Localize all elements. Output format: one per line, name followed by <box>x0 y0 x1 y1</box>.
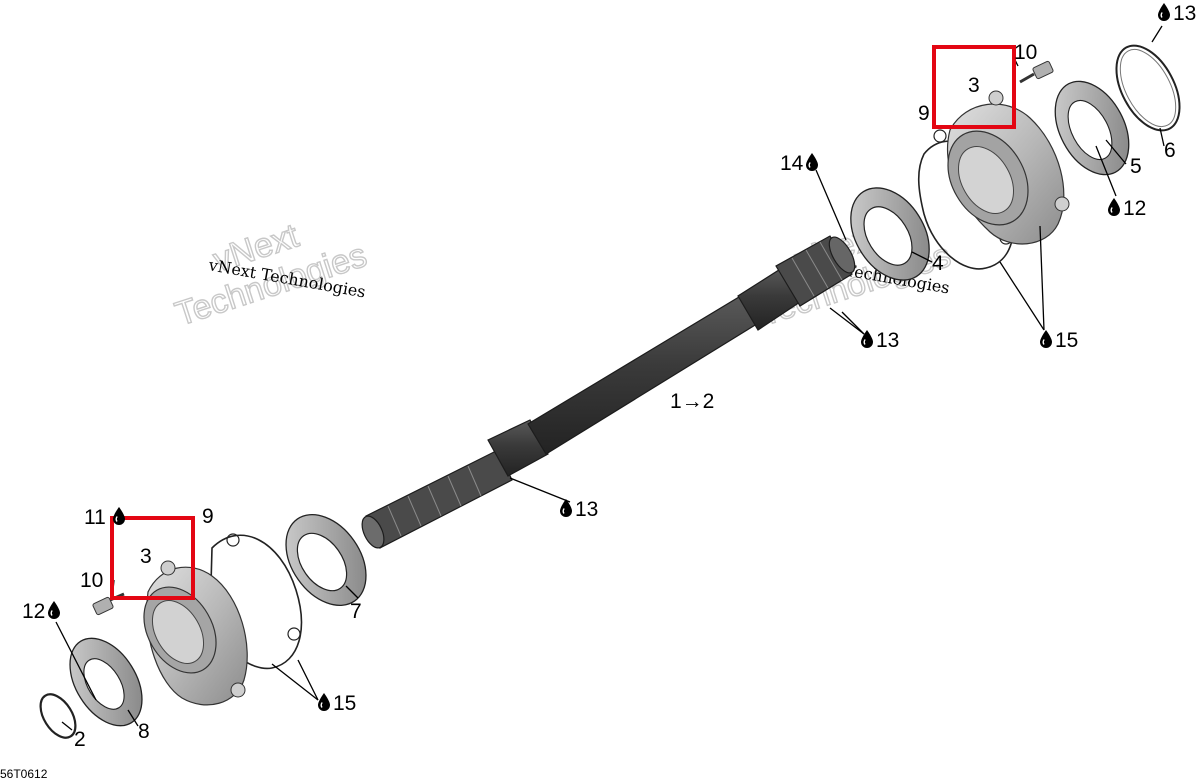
callout-13-shaft: 13 <box>575 498 598 521</box>
callout-14: 14 <box>780 152 804 175</box>
callout-15-right: 15 <box>1055 329 1078 352</box>
oil-drop-icon <box>560 499 572 517</box>
oil-drop-icon <box>113 507 125 525</box>
callout-5: 5 <box>1130 155 1142 178</box>
oil-drop-icon <box>318 693 330 711</box>
callout-11: 11 <box>84 506 106 529</box>
oil-drop-icon <box>48 601 60 619</box>
callout-6: 6 <box>1164 139 1176 162</box>
oil-drop-icon <box>1158 3 1170 21</box>
seal-4 <box>850 187 930 281</box>
shaft-spline-left <box>365 449 513 549</box>
callout-10-left: 10 <box>80 569 103 592</box>
oil-drop-icon <box>1040 330 1052 348</box>
callout-13-spline: 13 <box>876 329 899 352</box>
highlight-box-right <box>932 45 1016 129</box>
callout-13-top: 13 <box>1173 2 1196 25</box>
oil-drop-icon <box>806 153 818 171</box>
seal-7 <box>285 513 367 607</box>
diagram-code: 56T0612 <box>0 767 48 780</box>
o-ring-6 <box>1115 44 1181 132</box>
callout-labels: 1→2 13 7 8 2 12 10 11 3 9 15 14 13 4 15 … <box>22 2 1196 751</box>
bearing-housing-3-left <box>143 560 248 706</box>
callout-3-right: 3 <box>968 74 980 97</box>
callout-3-left: 3 <box>140 545 152 568</box>
callout-4: 4 <box>932 252 944 275</box>
highlight-box-left <box>110 516 195 600</box>
spline-teeth-left <box>387 465 482 537</box>
callout-9-right: 9 <box>918 102 930 125</box>
callout-12-left: 12 <box>22 600 45 623</box>
drive-shaft <box>361 235 856 549</box>
shaft-body <box>527 293 761 455</box>
watermark-left: vNext Technologies vNext Technologies <box>170 216 372 335</box>
callout-15-left: 15 <box>333 692 356 715</box>
circlip-2 <box>39 693 77 739</box>
callout-shaft: 1→2 <box>670 390 714 413</box>
spline-teeth-right <box>791 241 843 297</box>
callout-9-left: 9 <box>202 505 214 528</box>
callout-8: 8 <box>138 720 150 743</box>
callout-2: 2 <box>74 728 86 751</box>
seal-5 <box>1054 80 1130 176</box>
callout-10-right: 10 <box>1014 41 1037 64</box>
bearing-housing-3-right <box>946 90 1070 245</box>
bolt-10-right <box>1019 60 1054 84</box>
oil-drop-icon <box>1108 198 1120 216</box>
callout-7: 7 <box>350 600 362 623</box>
callout-12-right: 12 <box>1123 197 1146 220</box>
